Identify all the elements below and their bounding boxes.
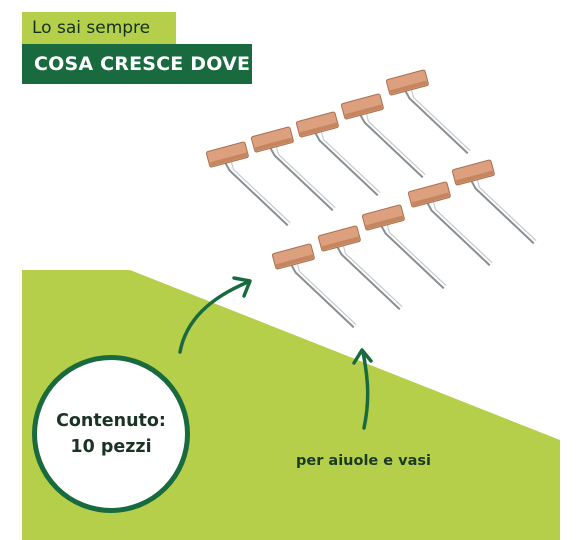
plant-label-stake-icon [451,159,537,245]
contents-badge: Contenuto: 10 pezzi [32,355,190,513]
plant-label-stake-icon [271,243,357,329]
plant-label-stake-icon [361,204,447,290]
plant-labels-group [205,69,537,329]
arrow-to-slope-icon [352,348,373,430]
plant-label-stake-icon [295,111,381,197]
title-text: COSA CRESCE DOVE [34,53,251,75]
title-banner: COSA CRESCE DOVE [22,44,252,84]
plant-label-stake-icon [385,69,471,155]
plant-label-stake-icon [205,141,291,227]
plant-label-stake-icon [317,225,403,311]
arrow-to-labels-icon [178,276,252,354]
tagline-banner: Lo sai sempre [22,12,176,44]
contents-count: 10 pezzi [70,437,152,457]
contents-label: Contenuto: [56,411,166,431]
tagline-text: Lo sai sempre [32,18,151,38]
plant-label-stake-icon [250,126,336,212]
plant-label-stake-icon [407,181,493,267]
plant-label-stake-icon [340,93,426,179]
usage-caption: per aiuole e vasi [296,453,432,469]
